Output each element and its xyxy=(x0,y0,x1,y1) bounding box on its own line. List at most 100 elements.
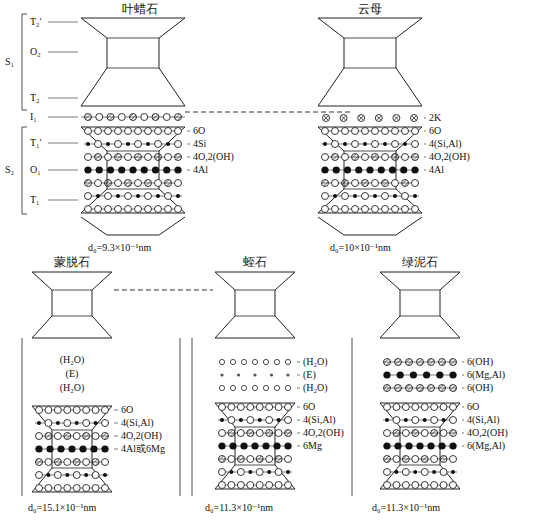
mineral-name: 蒙脱石 xyxy=(54,255,90,269)
atom-label: 4O,2(OH) xyxy=(429,151,470,163)
octahedral-atom xyxy=(389,166,396,173)
sheet-label: I₁ xyxy=(30,111,37,123)
octahedral-atom xyxy=(218,442,225,449)
atom-label: 6O xyxy=(303,401,315,413)
octahedral-atom xyxy=(141,166,148,173)
guide-line xyxy=(187,144,190,145)
water-molecule xyxy=(263,385,268,390)
next-layer-outline xyxy=(81,217,185,235)
oxygen-atom xyxy=(115,141,122,148)
oxygen-atom xyxy=(115,128,122,135)
octahedral-atom xyxy=(101,445,108,452)
oxygen-atom xyxy=(54,433,61,440)
water-molecule xyxy=(219,385,224,390)
octahedral-atom xyxy=(405,442,412,449)
guide-line xyxy=(344,38,396,39)
hydroxyl-atom xyxy=(412,154,419,161)
detailed-layer-outline xyxy=(318,127,422,213)
octahedral-atom xyxy=(96,166,103,173)
oxygen-atom xyxy=(362,193,369,200)
spacing-label: d₀=15.1×10⁻¹nm xyxy=(28,502,96,514)
oxygen-atom xyxy=(362,154,369,161)
oxygen-atom xyxy=(95,128,102,135)
interlayer-label: (E) xyxy=(66,368,79,380)
guide-line xyxy=(107,189,159,190)
sheet-label: T₁ xyxy=(30,194,40,206)
oxygen-atom xyxy=(285,482,292,489)
oxygen-atom xyxy=(342,206,349,213)
octahedral-atom xyxy=(378,166,385,173)
water-molecule xyxy=(285,385,290,390)
oxygen-atom xyxy=(135,141,142,148)
hydroxyl-atom xyxy=(115,154,122,161)
oxygen-atom xyxy=(402,482,409,489)
hydroxyl-atom xyxy=(125,180,132,187)
guide-line xyxy=(48,117,78,118)
potassium-cross xyxy=(412,116,416,120)
oxygen-atom xyxy=(402,206,409,213)
exchange-cation xyxy=(270,373,273,376)
silicon-atom xyxy=(353,194,357,198)
sheet-label: T₁′ xyxy=(30,137,42,149)
silicon-atom xyxy=(267,470,271,474)
oxygen-atom xyxy=(412,456,419,463)
silicon-atom xyxy=(126,142,130,146)
hydroxyl-atom xyxy=(412,430,419,437)
hydroxyl-atom xyxy=(85,180,92,187)
atom-label: 4(Si,Al) xyxy=(121,417,154,429)
guide-line xyxy=(344,68,396,69)
oxygen-atom xyxy=(228,482,235,489)
guide-line xyxy=(187,131,190,132)
guide-line xyxy=(107,68,159,69)
guide-line xyxy=(52,290,92,291)
silicon-atom xyxy=(94,421,98,425)
sheet-label: O₁ xyxy=(30,164,41,176)
guide-line xyxy=(462,362,464,363)
oxygen-atom xyxy=(163,114,170,121)
structure-drawing xyxy=(22,14,464,496)
oxygen-atom xyxy=(105,154,112,161)
octahedral-atom xyxy=(397,371,404,378)
hydroxyl-atom xyxy=(85,114,92,121)
oxygen-atom xyxy=(125,154,132,161)
hydroxyl-atom xyxy=(417,385,424,392)
oxygen-atom xyxy=(83,485,90,492)
potassium-cross xyxy=(377,116,381,120)
oxygen-atom xyxy=(450,456,457,463)
oxygen-atom xyxy=(393,456,400,463)
hydroxyl-atom xyxy=(431,430,438,437)
octahedral-atom xyxy=(35,445,42,452)
oxygen-atom xyxy=(266,404,273,411)
octahedral-atom xyxy=(240,442,247,449)
silicon-atom xyxy=(166,142,170,146)
hydroxyl-atom xyxy=(92,459,99,466)
octahedral-atom xyxy=(84,166,91,173)
oxygen-atom xyxy=(412,180,419,187)
oxygen-atom xyxy=(332,206,339,213)
silicon-atom xyxy=(106,142,110,146)
oxygen-atom xyxy=(102,485,109,492)
potassium-atom xyxy=(411,115,418,122)
mineral-name: 叶蜡石 xyxy=(122,2,158,16)
oxygen-atom xyxy=(237,430,244,437)
silicon-atom xyxy=(413,194,417,198)
silicon-atom xyxy=(96,194,100,198)
silicon-atom xyxy=(116,194,120,198)
hydroxyl-atom xyxy=(428,385,435,392)
oxygen-atom xyxy=(155,180,162,187)
hydroxyl-atom xyxy=(395,359,402,366)
hydroxyl-atom xyxy=(402,456,409,463)
octahedral-atom xyxy=(174,166,181,173)
oxygen-atom xyxy=(228,456,235,463)
guide-line xyxy=(114,436,118,437)
silicon-atom xyxy=(156,194,160,198)
guide-line xyxy=(297,362,300,363)
oxygen-atom xyxy=(342,128,349,135)
guide-line xyxy=(352,338,353,496)
oxygen-atom xyxy=(352,128,359,135)
octahedral-atom xyxy=(438,442,445,449)
oxygen-atom xyxy=(384,469,391,476)
hydroxyl-atom xyxy=(439,359,446,366)
hydroxyl-atom xyxy=(54,459,61,466)
